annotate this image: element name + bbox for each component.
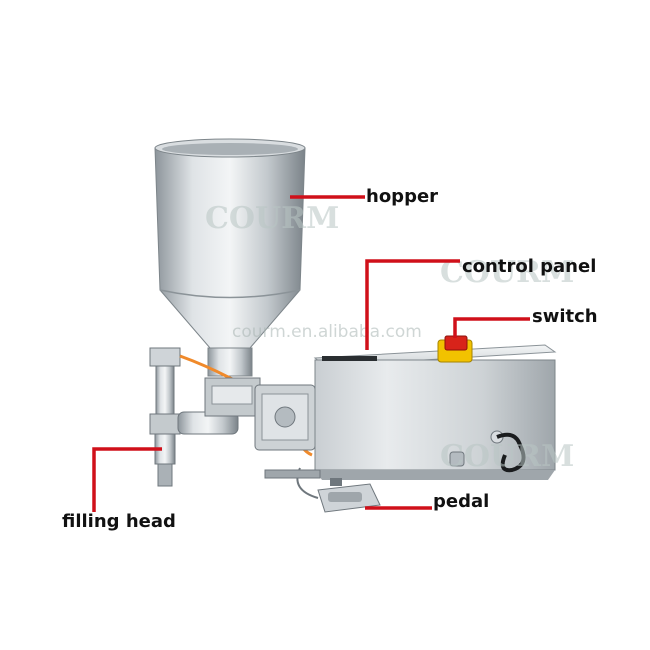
watermark-site: courm.en.alibaba.com	[232, 322, 422, 342]
hopper	[154, 138, 306, 377]
leader-switch	[453, 317, 530, 338]
leader-lines	[92, 195, 530, 512]
watermark-brand-3: COURM	[440, 439, 574, 474]
base-frame	[264, 469, 321, 479]
power-cable	[496, 432, 526, 473]
valve-body	[204, 377, 316, 451]
switch	[437, 335, 473, 363]
label-control-panel: control panel	[462, 256, 596, 277]
watermark-brand-1: COURM	[205, 201, 339, 236]
filling-head	[149, 347, 239, 487]
control-box	[313, 344, 557, 486]
label-switch: switch	[532, 306, 598, 327]
label-hopper: hopper	[366, 186, 438, 207]
label-filling-head: filling head	[62, 511, 176, 532]
leader-control-panel	[365, 259, 460, 350]
label-pedal: pedal	[433, 491, 489, 512]
watermark-brand-2: COURM	[440, 255, 574, 290]
pedal	[296, 467, 381, 513]
leader-filling-head	[92, 447, 162, 512]
